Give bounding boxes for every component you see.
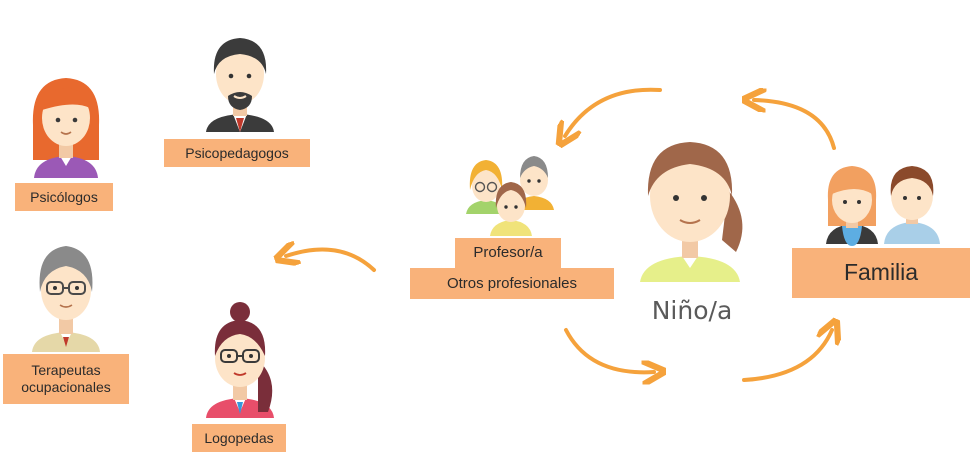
- logopedas-label: Logopedas: [192, 424, 286, 452]
- teacher-label-top: Profesor/a: [455, 238, 561, 268]
- arrow-school-to-bottom: [564, 328, 654, 372]
- male-psychopedagogue-avatar-icon: [206, 38, 274, 132]
- family-label: Familia: [792, 248, 970, 298]
- arrow-school-to-professionals: [286, 250, 376, 272]
- family-parents-icon: [826, 166, 940, 246]
- terapeutas-line2: ocupacionales: [21, 379, 111, 395]
- teachers-group-icon: [466, 156, 554, 236]
- terapeutas-label: Terapeutas ocupacionales: [3, 354, 129, 404]
- child-avatar-icon: [640, 142, 743, 282]
- cycle-arrow-icon: [286, 90, 834, 380]
- arrow-bottom-to-family: [742, 330, 832, 382]
- teacher-label-bottom: Otros profesionales: [410, 268, 614, 299]
- psicologos-label: Psicólogos: [15, 183, 113, 211]
- terapeutas-line1: Terapeutas: [31, 362, 101, 379]
- arrow-top-to-school: [565, 87, 662, 136]
- occupational-therapist-avatar-icon: [32, 246, 100, 352]
- female-psychologist-avatar-icon: [32, 78, 100, 178]
- arrow-family-to-top: [754, 100, 836, 150]
- psicopedagogos-label: Psicopedagogos: [164, 139, 310, 167]
- child-label: Niño/a: [651, 296, 733, 325]
- speech-therapist-avatar-icon: [206, 302, 274, 418]
